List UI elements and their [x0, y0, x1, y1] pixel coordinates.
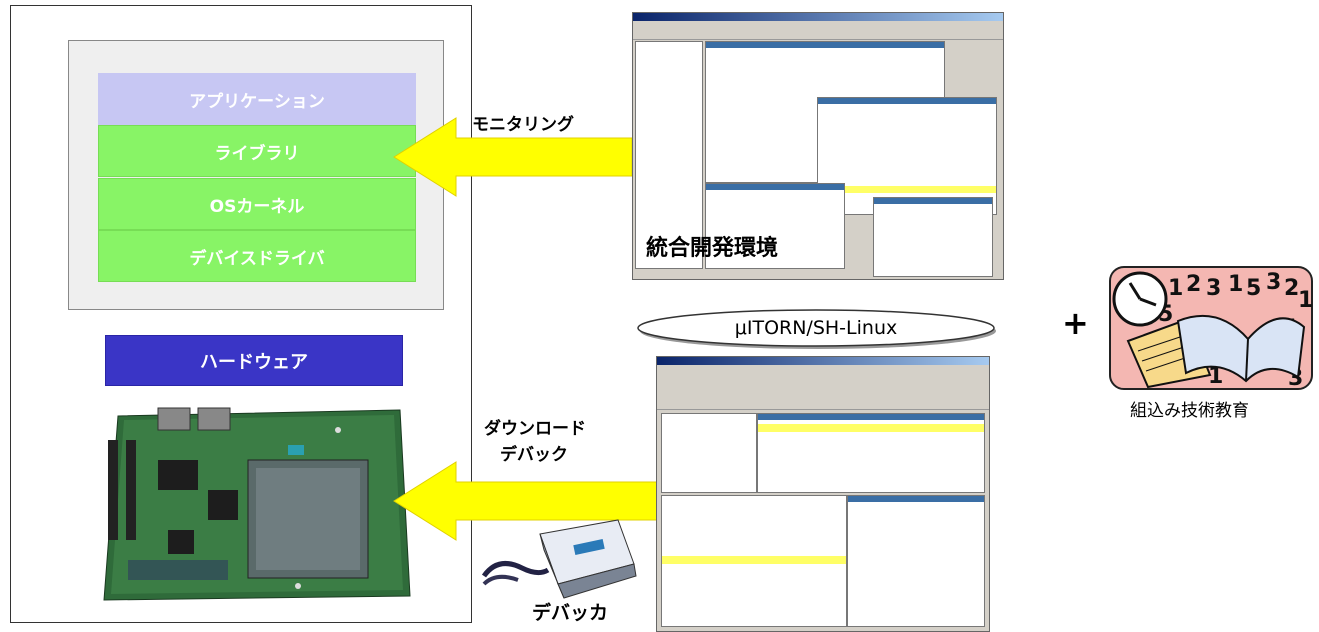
svg-text:2: 2: [1186, 272, 1201, 297]
layer-os-kernel: OSカーネル: [98, 178, 416, 230]
debugger-device-image: [481, 519, 637, 599]
education-illustration: 1 2 3 1 5 3 2 1 5 1 3 1: [1109, 266, 1313, 391]
svg-text:3: 3: [1206, 276, 1221, 301]
os-ellipse: [637, 309, 996, 349]
debugger-label: デバッカ: [532, 602, 609, 624]
monitoring-label: モニタリング: [472, 115, 574, 135]
svg-text:1: 1: [1208, 364, 1223, 389]
ide-label: 統合開発環境: [646, 236, 779, 261]
debug-label: デバック: [500, 445, 568, 465]
source-editor-pane-2: [817, 97, 997, 215]
source-pane: [661, 495, 847, 627]
project-tree-pane: [635, 41, 703, 269]
register-pane: [847, 495, 985, 627]
layer-library: ライブラリ: [98, 125, 416, 177]
svg-text:2: 2: [1284, 276, 1299, 301]
layer-application: アプリケーション: [98, 73, 416, 125]
board-image: [103, 407, 411, 601]
svg-text:1: 1: [1168, 276, 1183, 301]
svg-text:3: 3: [1266, 270, 1281, 295]
debugger-screenshot: [656, 356, 990, 632]
file-tree-pane: [661, 413, 757, 493]
ide-screenshot: [632, 12, 1004, 280]
register-window-pane: [873, 197, 993, 277]
debug-console-pane: [705, 183, 845, 269]
svg-text:1: 1: [1298, 288, 1313, 313]
download-label: ダウンロード: [484, 419, 586, 439]
plus-sign: +: [1062, 304, 1089, 342]
education-label: 組込み技術教育: [1130, 401, 1249, 421]
hardware-box: ハードウェア: [105, 335, 403, 386]
svg-text:5: 5: [1246, 276, 1261, 301]
disassembly-pane: [757, 413, 985, 493]
layer-device-driver: デバイスドライバ: [98, 230, 416, 282]
svg-text:1: 1: [1228, 272, 1243, 297]
os-name: μITORN/SH-Linux: [734, 317, 898, 339]
